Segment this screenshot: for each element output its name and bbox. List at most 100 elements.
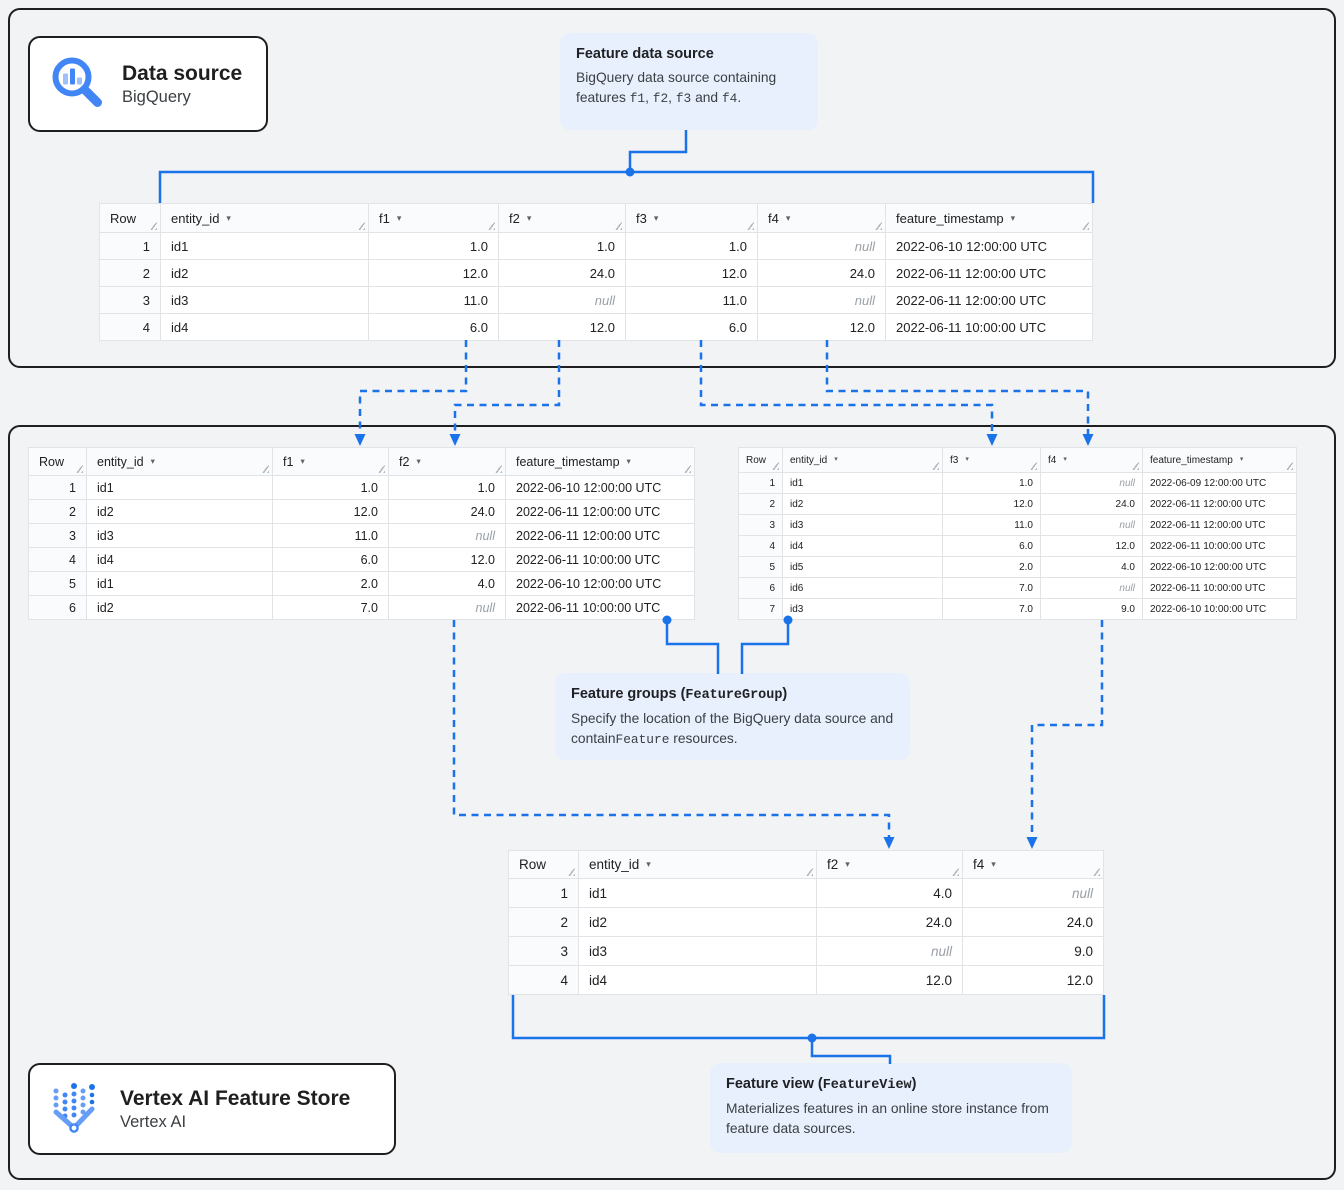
column-header-f3[interactable]: f3▾ bbox=[942, 447, 1041, 473]
column-header-feature_timestamp[interactable]: feature_timestamp▾ bbox=[885, 203, 1093, 233]
column-resize-icon[interactable] bbox=[1130, 462, 1139, 470]
cell-null-value: null bbox=[498, 286, 626, 314]
cell-null-value: null bbox=[757, 286, 886, 314]
column-header-f3[interactable]: f3▾ bbox=[625, 203, 758, 233]
column-resize-icon[interactable] bbox=[1284, 462, 1293, 470]
cell: 24.0 bbox=[962, 907, 1104, 937]
sort-dropdown-icon: ▾ bbox=[845, 859, 850, 869]
callout-title: Feature data source bbox=[576, 46, 714, 62]
cell-null-value: null bbox=[757, 232, 886, 260]
row-number: 4 bbox=[99, 313, 161, 341]
column-resize-icon[interactable] bbox=[950, 868, 959, 876]
column-resize-icon[interactable] bbox=[804, 868, 813, 876]
column-resize-icon[interactable] bbox=[613, 222, 622, 230]
column-label: f1 bbox=[379, 210, 390, 226]
data-source-card: Data source BigQuery bbox=[28, 36, 268, 132]
column-resize-icon[interactable] bbox=[376, 465, 385, 473]
cell: 12.0 bbox=[757, 313, 886, 341]
column-header-Row: Row bbox=[99, 203, 161, 233]
row-number: 1 bbox=[738, 472, 783, 494]
cell: 2022-06-10 10:00:00 UTC bbox=[1142, 598, 1297, 620]
cell: 12.0 bbox=[816, 965, 963, 995]
column-label: f2 bbox=[509, 210, 520, 226]
cell-null-value: null bbox=[816, 936, 963, 966]
cell: 12.0 bbox=[1040, 535, 1143, 557]
sort-dropdown-icon: ▾ bbox=[646, 859, 651, 869]
column-header-entity_id[interactable]: entity_id▾ bbox=[782, 447, 943, 473]
column-resize-icon[interactable] bbox=[260, 465, 269, 473]
cell: 2022-06-11 10:00:00 UTC bbox=[505, 595, 695, 620]
column-resize-icon[interactable] bbox=[486, 222, 495, 230]
column-header-feature_timestamp[interactable]: feature_timestamp▾ bbox=[1142, 447, 1297, 473]
column-label: f3 bbox=[636, 210, 647, 226]
cell: id6 bbox=[782, 577, 943, 599]
column-header-entity_id[interactable]: entity_id▾ bbox=[578, 850, 817, 879]
column-resize-icon[interactable] bbox=[930, 462, 939, 470]
feature-store-container-box bbox=[8, 425, 1336, 1180]
column-header-f1[interactable]: f1▾ bbox=[368, 203, 499, 233]
row-number: 5 bbox=[28, 571, 87, 596]
column-header-f2[interactable]: f2▾ bbox=[498, 203, 626, 233]
column-header-f2[interactable]: f2▾ bbox=[388, 447, 506, 476]
cell: 2022-06-11 12:00:00 UTC bbox=[1142, 493, 1297, 515]
cell: 12.0 bbox=[942, 493, 1041, 515]
column-header-feature_timestamp[interactable]: feature_timestamp▾ bbox=[505, 447, 695, 476]
cell: id1 bbox=[160, 232, 369, 260]
cell: 7.0 bbox=[942, 577, 1041, 599]
column-header-f4[interactable]: f4▾ bbox=[962, 850, 1104, 879]
sort-dropdown-icon: ▾ bbox=[834, 455, 838, 463]
cell: id3 bbox=[782, 598, 943, 620]
sort-dropdown-icon: ▾ bbox=[1063, 455, 1067, 463]
feature-view-callout: Feature view (FeatureView) Materializes … bbox=[710, 1063, 1072, 1153]
column-resize-icon[interactable] bbox=[566, 868, 575, 876]
column-resize-icon[interactable] bbox=[356, 222, 365, 230]
column-resize-icon[interactable] bbox=[873, 222, 882, 230]
callout-body: Materializes features in an online store… bbox=[726, 1101, 1049, 1136]
cell: 2.0 bbox=[272, 571, 389, 596]
column-header-f4[interactable]: f4 ▾ bbox=[1040, 447, 1143, 473]
column-header-f2[interactable]: f2▾ bbox=[816, 850, 963, 879]
sort-dropdown-icon: ▾ bbox=[626, 455, 631, 466]
column-resize-icon[interactable] bbox=[148, 222, 157, 230]
column-header-entity_id[interactable]: entity_id▾ bbox=[160, 203, 369, 233]
sort-dropdown-icon: ▾ bbox=[991, 859, 996, 869]
column-resize-icon[interactable] bbox=[1091, 868, 1100, 876]
callout-title: Feature groups (FeatureGroup) bbox=[571, 686, 788, 703]
cell-null-value: null bbox=[1040, 514, 1143, 536]
card-subtitle: Vertex AI bbox=[120, 1112, 187, 1131]
column-resize-icon[interactable] bbox=[74, 465, 83, 473]
column-resize-icon[interactable] bbox=[682, 465, 691, 473]
column-resize-icon[interactable] bbox=[1028, 462, 1037, 470]
column-resize-icon[interactable] bbox=[493, 465, 502, 473]
column-resize-icon[interactable] bbox=[1080, 222, 1089, 230]
sort-dropdown-icon: ▾ bbox=[300, 455, 305, 466]
cell: 12.0 bbox=[272, 499, 389, 524]
column-header-f4[interactable]: f4▾ bbox=[757, 203, 886, 233]
cell: 12.0 bbox=[388, 547, 506, 572]
row-number: 3 bbox=[738, 514, 783, 536]
row-number: 4 bbox=[738, 535, 783, 557]
column-resize-icon[interactable] bbox=[745, 222, 754, 230]
column-header-entity_id[interactable]: entity_id▾ bbox=[86, 447, 273, 476]
row-number: 1 bbox=[28, 475, 87, 500]
callout-body: BigQuery data source containing features… bbox=[576, 70, 777, 106]
column-header-f1[interactable]: f1▾ bbox=[272, 447, 389, 476]
card-title: Data source bbox=[122, 61, 243, 85]
column-resize-icon[interactable] bbox=[770, 462, 779, 470]
column-label: feature_timestamp bbox=[1150, 454, 1233, 466]
cell: 1.0 bbox=[272, 475, 389, 500]
cell: 2022-06-11 12:00:00 UTC bbox=[505, 523, 695, 548]
column-label: f4 bbox=[1048, 454, 1057, 466]
cell: id2 bbox=[578, 907, 817, 937]
sort-dropdown-icon: ▾ bbox=[416, 455, 421, 466]
